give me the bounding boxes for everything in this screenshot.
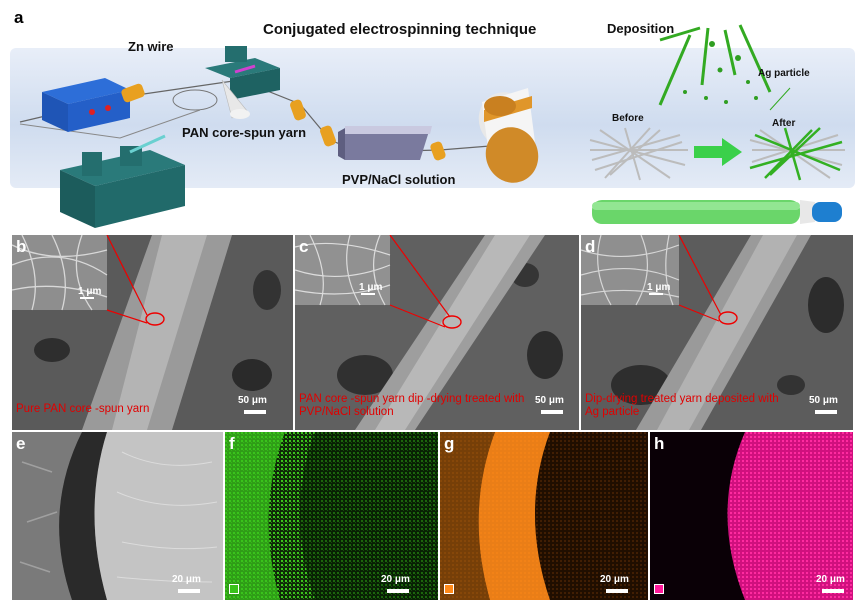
panel-label-a: a [14,8,24,27]
scale-bar-e [178,589,200,593]
zn-wire-label: Zn wire [128,39,174,54]
sem-image-c [295,235,579,430]
panel-a-title: Conjugated electrospinning technique [263,21,537,38]
scale-label-d: 50 μm [809,395,838,406]
caption-c: PAN core -spun yarn dip -drying treated … [299,393,525,418]
eds-map-f [225,432,438,600]
pvp-solution-label: PVP/NaCl solution [342,172,456,187]
panel-label-b: b [16,237,27,256]
before-label: Before [612,113,644,124]
legend-square-h [654,584,664,594]
scale-bar-b [244,410,266,414]
electrospinning-schematic [19,24,845,228]
sem-panel-c: c 1 μm 50 μm PAN core -spun yarn dip -dr… [295,235,579,430]
panel-label-h: h [654,434,665,453]
panel-label-f: f [229,434,235,453]
scale-bar-f [387,589,409,593]
eds-panel-f: f 20 μm [225,432,438,600]
scale-label-b: 50 μm [238,395,267,406]
inset-scale-label-d: 1 μm [647,282,671,293]
eds-panel-g: g 20 μm [440,432,648,600]
eds-map-g [440,432,648,600]
scale-label-e: 20 μm [172,574,201,585]
pan-yarn-label: PAN core-spun yarn [182,125,307,140]
sem-panel-d: d 1 μm 50 μm Dip-drying treated yarn dep… [581,235,853,430]
caption-b: Pure PAN core -spun yarn [16,403,150,415]
inset-scale-label-c: 1 μm [359,282,383,293]
deposition-label: Deposition [607,21,675,36]
sem-image-d [581,235,853,430]
scale-label-c: 50 μm [535,395,564,406]
sem-panel-b: b 1 μm 50 μm Pure PAN core -spun yarn [12,235,293,430]
scale-bar-h [822,589,844,593]
after-label: After [772,118,796,129]
scale-label-f: 20 μm [381,574,410,585]
eds-panel-e: e 20 μm [12,432,223,600]
eds-map-h [650,432,853,600]
scale-label-g: 20 μm [600,574,629,585]
scale-bar-d [815,410,837,414]
scale-label-h: 20 μm [816,574,845,585]
caption-d: Dip-drying treated yarn deposited with A… [585,393,779,418]
legend-square-g [444,584,454,594]
ag-particle-label: Ag particle [758,68,810,79]
panel-a: a Conjugated electrospinning technique Z… [0,0,865,232]
sem-cross-section-e [12,432,223,600]
panel-label-g: g [444,434,455,453]
panel-label-d: d [585,237,596,256]
eds-panel-h: h 20 μm [650,432,853,600]
sem-image-b [12,235,293,430]
scale-bar-g [606,589,628,593]
inset-scale-label-b: 1 μm [78,286,102,297]
panel-label-e: e [16,434,26,453]
scale-bar-c [541,410,563,414]
legend-square-f [229,584,239,594]
panel-label-c: c [299,237,309,256]
